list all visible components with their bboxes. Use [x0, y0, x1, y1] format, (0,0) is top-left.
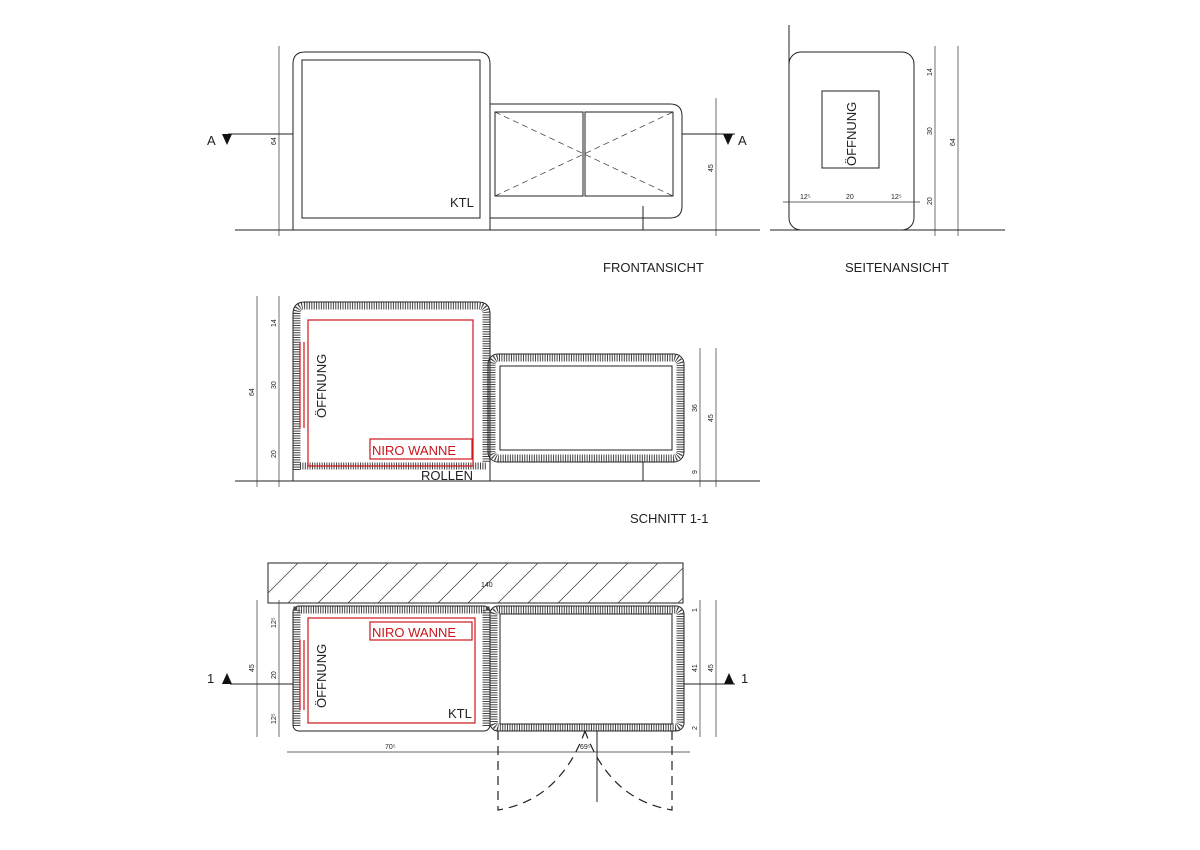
dim-label: 70⁵: [385, 744, 396, 751]
dim-label: 64: [249, 388, 256, 396]
dim-label: 41: [692, 664, 699, 672]
dim-label: 20: [271, 450, 278, 458]
ktl-label: KTL: [448, 706, 472, 721]
right-cabinet-wall-hatch: [490, 606, 684, 731]
section-arrow-icon: [724, 673, 734, 684]
right-cabinet-panel-right: [584, 111, 674, 197]
right-cabinet-inner: [499, 365, 673, 451]
dim-label: 45: [708, 664, 715, 672]
side-view: ÖFFNUNG 14 30 20 64 12⁵ 20 12⁵ SEITENANS…: [770, 25, 1005, 275]
section-mark-left: A: [207, 133, 216, 148]
dim-label: 45: [708, 414, 715, 422]
right-cabinet-panel-left: [494, 111, 584, 197]
right-cabinet-plan: [489, 605, 685, 732]
section-arrow-icon: [723, 134, 733, 145]
dim-label: 12⁵: [800, 194, 811, 201]
counter-top: [267, 562, 684, 604]
right-cabinet-outline: [487, 353, 685, 463]
section-view: ÖFFNUNG NIRO WANNE ROLLEN 64 14 30 20 36…: [235, 296, 760, 526]
wheels-label: ROLLEN: [421, 468, 473, 483]
open-panel-cross: [494, 111, 674, 197]
dim-label: 20: [927, 197, 934, 205]
dim-label: 12⁵: [271, 617, 278, 628]
dim-label: 45: [249, 664, 256, 672]
door-swing-left: [497, 730, 586, 811]
section-mark-left: 1: [207, 671, 214, 686]
niro-tub-label: NIRO WANNE: [372, 443, 456, 458]
niro-tub-outline: [307, 617, 476, 724]
plan-view: 140 ÖFFNUNG NIRO WANNE KTL 1 1 45 12⁵ 20…: [207, 562, 748, 811]
opening-label: ÖFFNUNG: [314, 354, 329, 418]
door-swing-right: [584, 730, 673, 811]
opening-red-frame: [299, 640, 305, 710]
section-arrow-icon: [222, 673, 232, 684]
niro-tub-label-box: [369, 621, 473, 641]
opening-label: ÖFFNUNG: [844, 102, 859, 166]
dim-label: 1: [692, 608, 699, 612]
dim-label: 45: [708, 164, 715, 172]
dim-label: 14: [927, 68, 934, 76]
side-cabinet-outline: [788, 51, 915, 231]
left-cabinet-wall-hatch: [293, 606, 490, 726]
opening-label: ÖFFNUNG: [314, 644, 329, 708]
niro-tub-label: NIRO WANNE: [372, 625, 456, 640]
dim-label: 30: [271, 381, 278, 389]
view-title-front: FRONTANSICHT: [603, 260, 704, 275]
dim-label: 69⁵: [580, 744, 591, 751]
dim-label: 30: [927, 127, 934, 135]
niro-tub-outline: [307, 319, 474, 467]
left-cabinet-outline: [292, 301, 491, 481]
left-cabinet-door: [301, 59, 481, 219]
view-title-side: SEITENANSICHT: [845, 260, 949, 275]
niro-tub-label-box: [369, 438, 473, 460]
ktl-label: KTL: [450, 195, 474, 210]
dim-label: 12⁵: [271, 713, 278, 724]
opening-rect: [821, 90, 880, 169]
left-cabinet-outline: [292, 51, 491, 230]
front-view: KTL 64 A A 45 FRONTANSICHT: [207, 46, 760, 275]
right-cabinet-outline: [490, 103, 683, 219]
dim-label: 64: [271, 137, 278, 145]
opening-gap: [302, 342, 308, 428]
dim-label: 36: [692, 404, 699, 412]
section-mark-right: 1: [741, 671, 748, 686]
section-arrow-icon: [222, 134, 232, 145]
right-cabinet-inner: [499, 613, 673, 725]
dim-label: 20: [271, 671, 278, 679]
dim-label: 2: [692, 726, 699, 730]
dim-label: 20: [846, 194, 854, 201]
view-title-section: SCHNITT 1-1: [630, 511, 709, 526]
dim-label: 64: [950, 138, 957, 146]
right-cabinet-wall-hatch: [488, 354, 684, 462]
dim-label: 12⁵: [891, 194, 902, 201]
section-mark-right: A: [738, 133, 747, 148]
counter-hatch: [267, 562, 684, 604]
dim-label: 140: [481, 582, 493, 589]
dim-label: 9: [692, 470, 699, 474]
opening-red-frame: [299, 342, 305, 428]
dim-label: 14: [271, 319, 278, 327]
left-cabinet-wall-hatch: [293, 302, 490, 470]
